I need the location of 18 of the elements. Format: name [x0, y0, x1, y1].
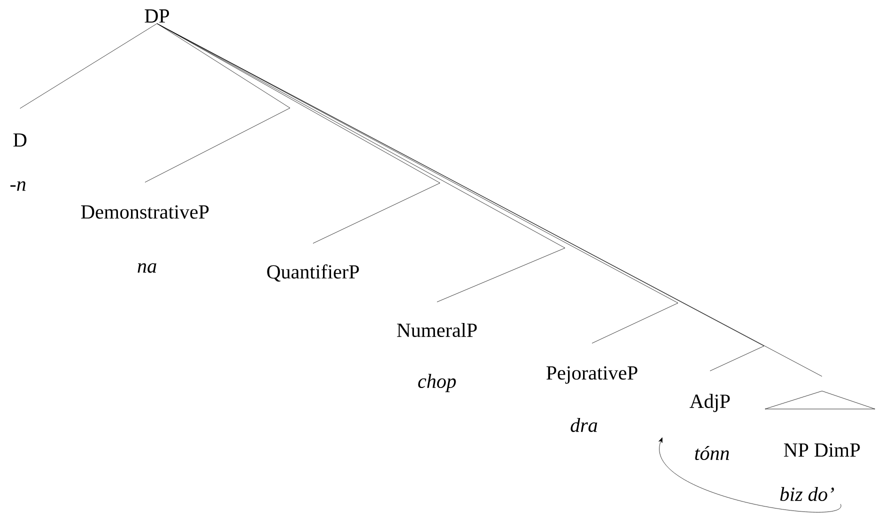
- node-label: NP DimP: [784, 443, 860, 457]
- tree-branch: [20, 23, 158, 109]
- category-label: PejorativeP: [546, 366, 638, 384]
- movement-arrow: [658, 437, 841, 512]
- word-label: na: [138, 263, 156, 273]
- category-label: NumeralP: [397, 322, 477, 338]
- word-label: chop: [418, 374, 456, 392]
- category-label: D: [13, 133, 26, 147]
- category-label: AdjP: [690, 394, 730, 412]
- category-label: DP: [144, 9, 169, 23]
- word-label: dra: [570, 418, 598, 432]
- tree-branch: [144, 23, 290, 182]
- category-label: DemonstrativeP: [81, 205, 209, 219]
- category-label: QuantifierP: [267, 264, 359, 282]
- word-label: biz do’: [780, 486, 834, 502]
- triangle-subtree: NP DimP: [764, 390, 876, 457]
- word-label: tónn: [695, 446, 729, 460]
- word-label: -n: [10, 181, 26, 191]
